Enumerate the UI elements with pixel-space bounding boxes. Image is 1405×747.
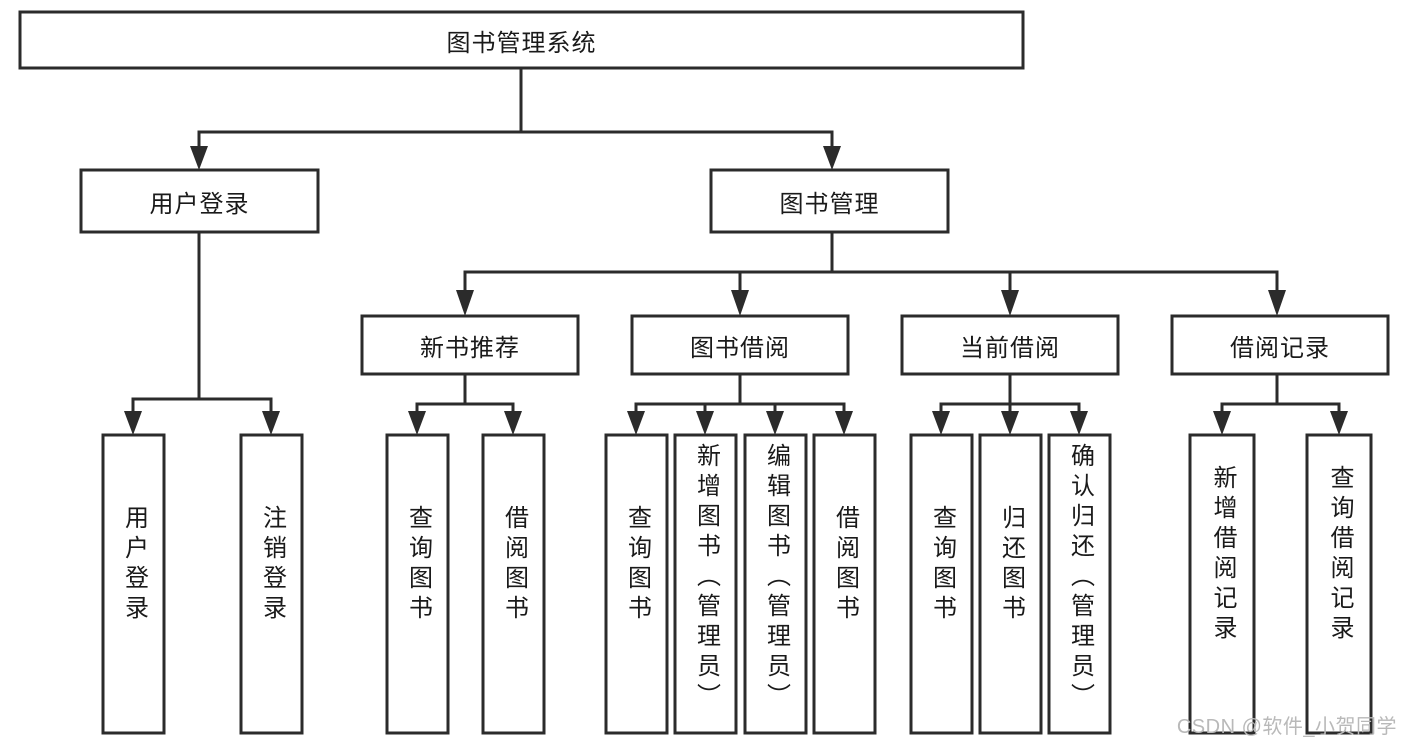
node-box-borrow-record[interactable]: [1170, 314, 1390, 376]
arrow-to-book-manage: [823, 146, 841, 170]
node-box-leaf-query-record[interactable]: [1305, 433, 1373, 735]
arrow-to-leaf-borrow-book-1: [504, 411, 522, 435]
arrow-to-book-borrow: [731, 290, 749, 316]
node-box-root[interactable]: [18, 10, 1025, 70]
arrow-to-leaf-query-book-2: [627, 411, 645, 435]
arrow-to-leaf-confirm-return: [1070, 411, 1088, 435]
node-box-leaf-user-login[interactable]: [101, 433, 166, 735]
node-box-leaf-return-book[interactable]: [978, 433, 1043, 735]
arrow-to-current-borrow: [1001, 290, 1019, 316]
node-box-leaf-confirm-return[interactable]: [1047, 433, 1112, 735]
arrow-to-leaf-query-book-3: [932, 411, 950, 435]
edge-root-bus: [197, 66, 834, 152]
arrow-to-leaf-add-record: [1213, 411, 1231, 435]
arrow-to-leaf-user-login: [124, 411, 142, 435]
node-box-leaf-borrow-book-1[interactable]: [481, 433, 546, 735]
connector-layer: [124, 66, 1348, 435]
arrow-to-user-login: [190, 146, 208, 170]
node-box-leaf-add-record[interactable]: [1188, 433, 1256, 735]
arrow-to-leaf-borrow-book-2: [835, 411, 853, 435]
arrow-to-leaf-add-book: [696, 411, 714, 435]
arrow-to-leaf-edit-book: [766, 411, 784, 435]
edge-new-book-rec-bus: [415, 372, 515, 416]
node-box-new-book-rec[interactable]: [360, 314, 580, 376]
edge-book-borrow-bus: [634, 372, 846, 416]
node-box-book-borrow[interactable]: [630, 314, 850, 376]
arrow-to-leaf-return-book: [1001, 411, 1019, 435]
edge-user-login-bus: [131, 230, 273, 416]
arrow-to-new-book-rec: [456, 290, 474, 316]
edge-borrow-record-bus: [1220, 372, 1341, 416]
node-box-leaf-query-book-3[interactable]: [909, 433, 974, 735]
node-box-leaf-logout[interactable]: [239, 433, 304, 735]
edge-current-borrow-bus: [939, 372, 1081, 416]
node-box-current-borrow[interactable]: [900, 314, 1120, 376]
node-box-leaf-query-book-1[interactable]: [385, 433, 450, 735]
node-box-leaf-add-book[interactable]: [673, 433, 738, 735]
node-box-book-manage[interactable]: [709, 168, 950, 234]
arrow-to-leaf-query-record: [1330, 411, 1348, 435]
node-layer: [18, 10, 1390, 735]
node-box-leaf-query-book-2[interactable]: [604, 433, 669, 735]
edge-book-manage-bus: [463, 230, 1279, 294]
node-box-leaf-borrow-book-2[interactable]: [812, 433, 877, 735]
arrow-to-borrow-record: [1268, 290, 1286, 316]
node-box-user-login[interactable]: [79, 168, 320, 234]
arrow-to-leaf-logout: [262, 411, 280, 435]
node-box-leaf-edit-book[interactable]: [743, 433, 808, 735]
arrow-to-leaf-query-book-1: [408, 411, 426, 435]
